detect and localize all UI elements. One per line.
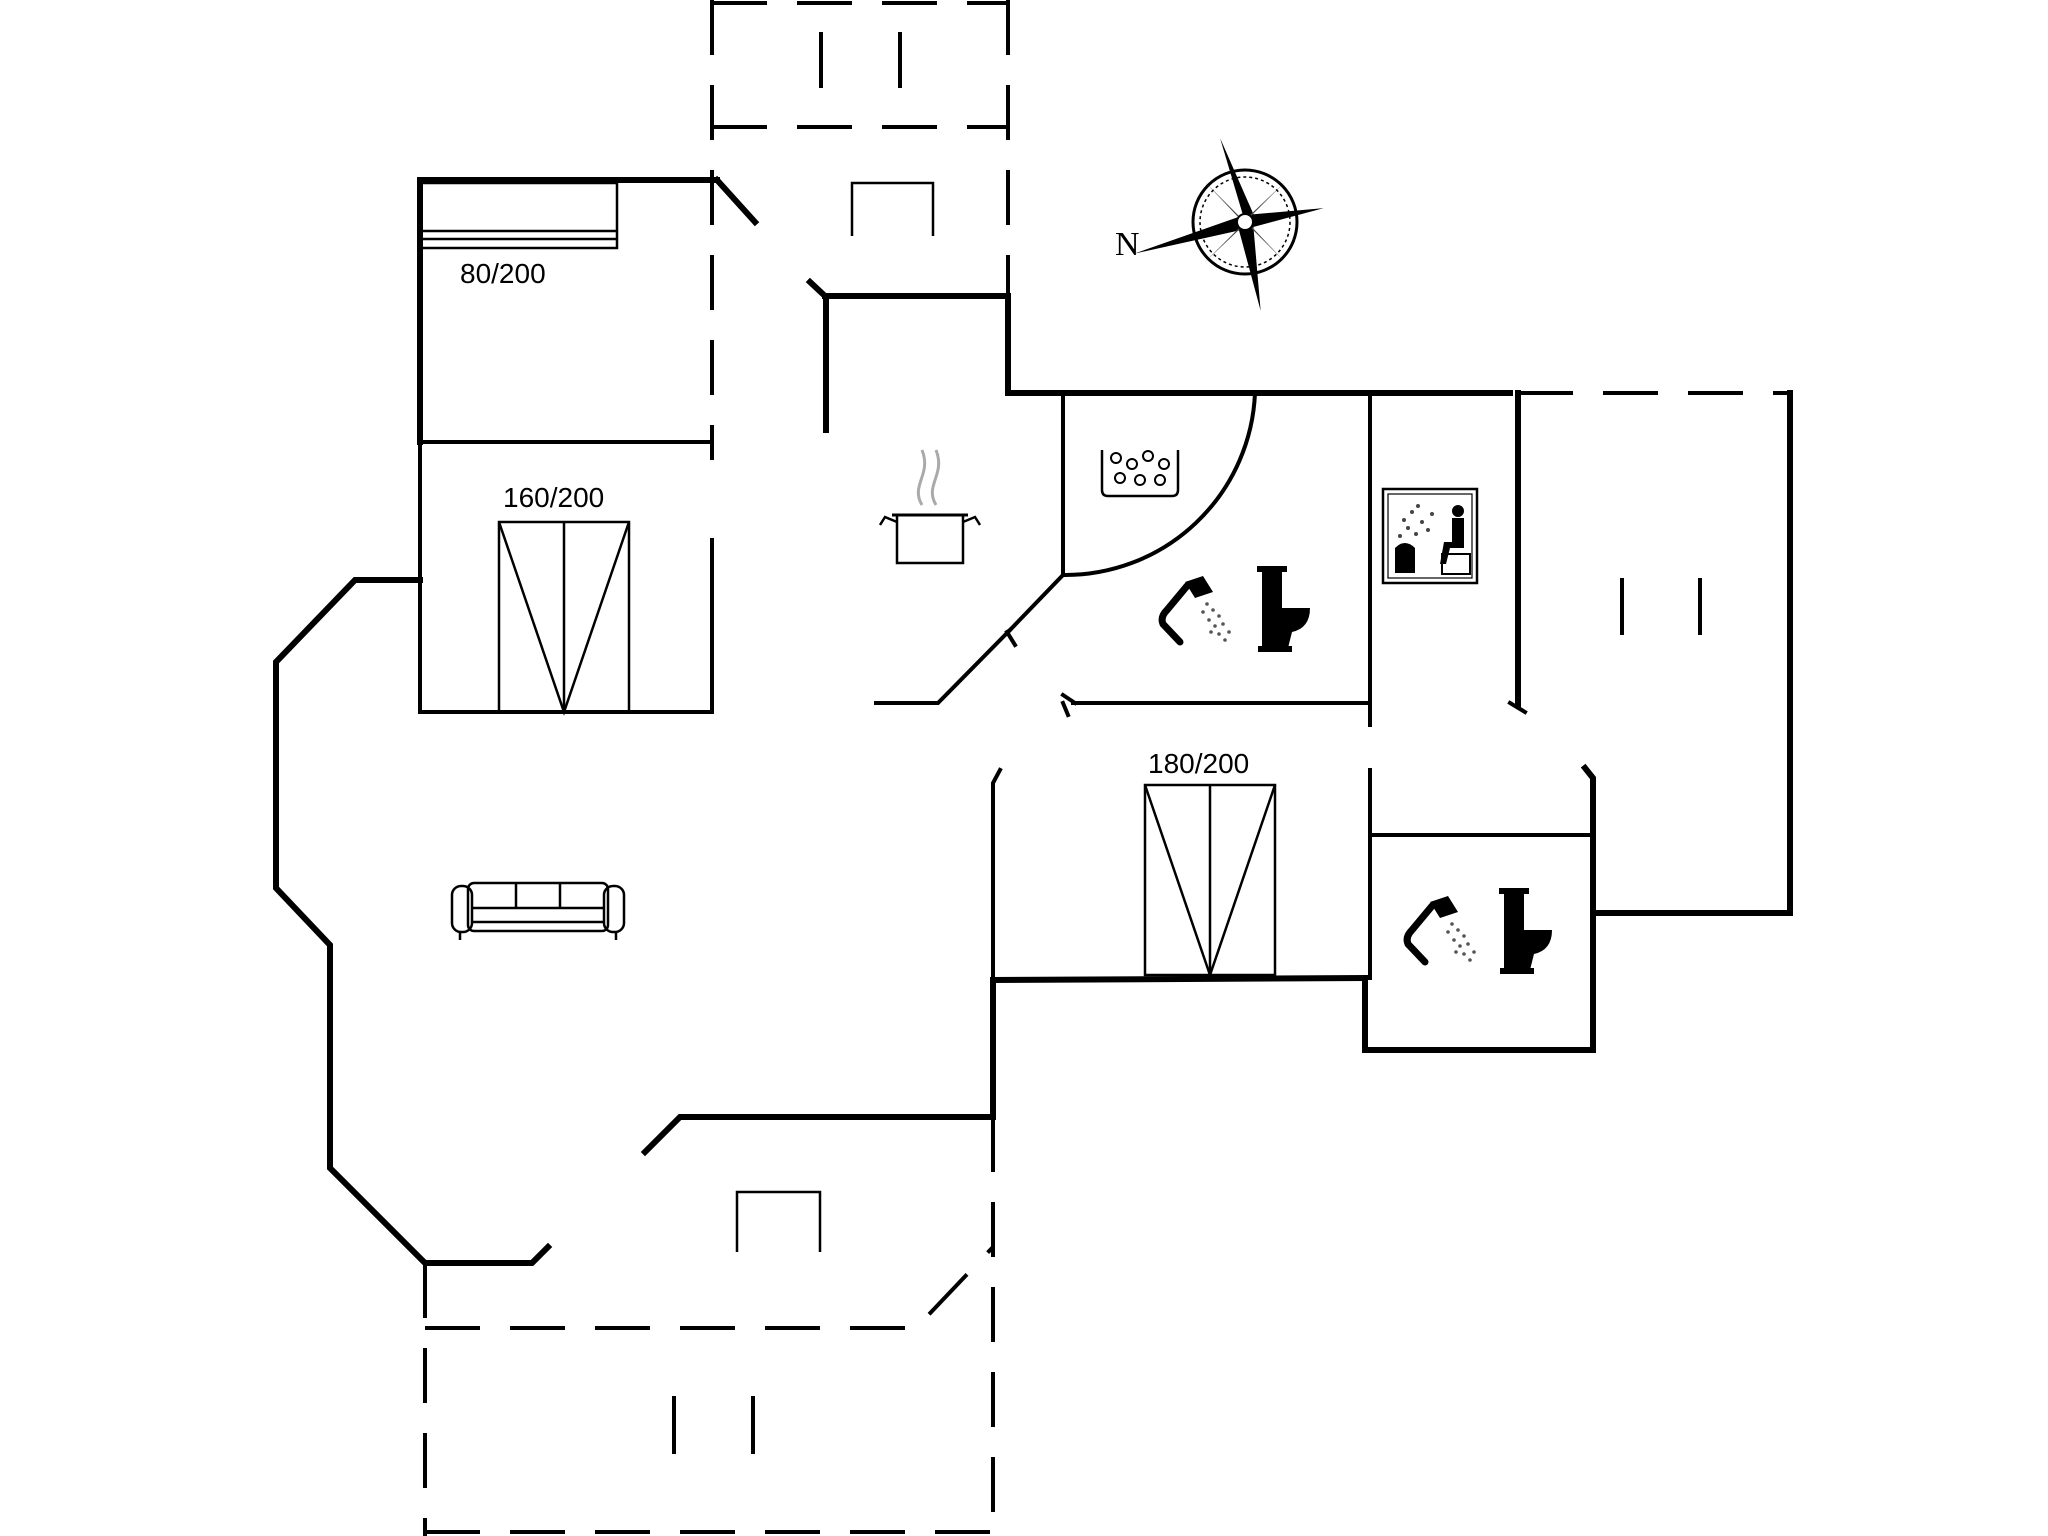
steps-markers (672, 32, 1702, 1454)
cooking-pot-icon (878, 449, 982, 565)
toilet-icon (1499, 888, 1552, 974)
sofa-icon (450, 881, 626, 940)
bed-size-label: 180/200 (1148, 748, 1249, 779)
bed-size-label: 80/200 (460, 258, 546, 289)
bed-80-200: 80/200 (418, 181, 619, 289)
jacuzzi-icon (1100, 450, 1180, 498)
walls (273, 175, 1793, 1266)
shower-icon (1403, 896, 1476, 966)
toilet-icon (1257, 566, 1310, 652)
north-label: N (1115, 226, 1140, 263)
compass-icon: N (1115, 138, 1324, 311)
terrace-outlines (423, 0, 1790, 1536)
sauna-icon (1381, 487, 1479, 585)
bed-160-200: 160/200 (497, 482, 631, 716)
shower-icon (1158, 576, 1231, 646)
bed-size-label: 160/200 (503, 482, 604, 513)
bed-180-200: 180/200 (1143, 748, 1277, 979)
